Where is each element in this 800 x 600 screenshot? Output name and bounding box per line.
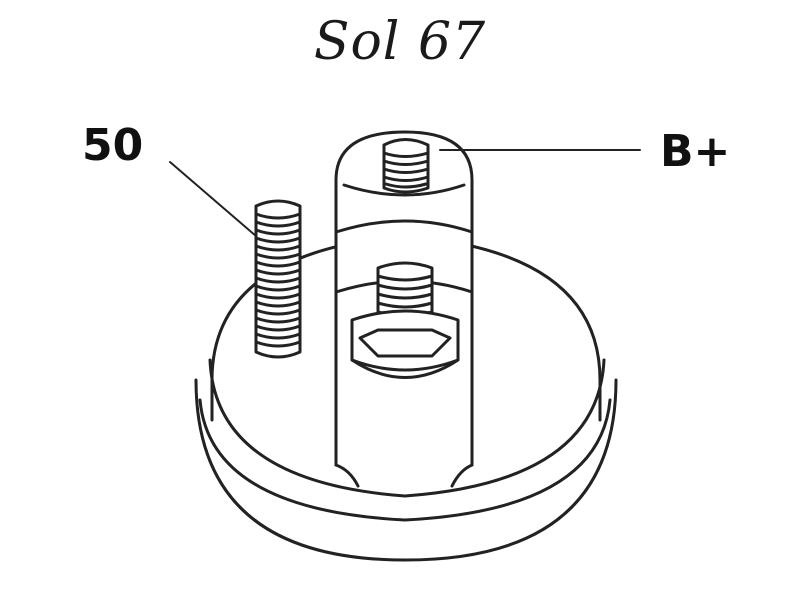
terminal-50-stud bbox=[254, 199, 302, 359]
terminal-b-plus-label: B+ bbox=[660, 126, 731, 177]
terminal-50-label: 50 bbox=[82, 120, 144, 171]
diagram-title: Sol 67 bbox=[313, 12, 487, 72]
flange-ring-bottom bbox=[194, 378, 618, 562]
flange-ring-middle bbox=[198, 398, 612, 522]
strap-foot-right bbox=[450, 463, 474, 488]
strap-top-curve bbox=[342, 183, 466, 197]
strap-bend-upper bbox=[334, 219, 474, 234]
hex-nut bbox=[350, 309, 460, 372]
leader-line-50 bbox=[169, 161, 257, 237]
flange-ring-top bbox=[208, 358, 606, 498]
strap-foot bbox=[334, 463, 360, 488]
motor-terminal-stud bbox=[350, 261, 460, 379]
b-plus-stud bbox=[382, 138, 430, 194]
